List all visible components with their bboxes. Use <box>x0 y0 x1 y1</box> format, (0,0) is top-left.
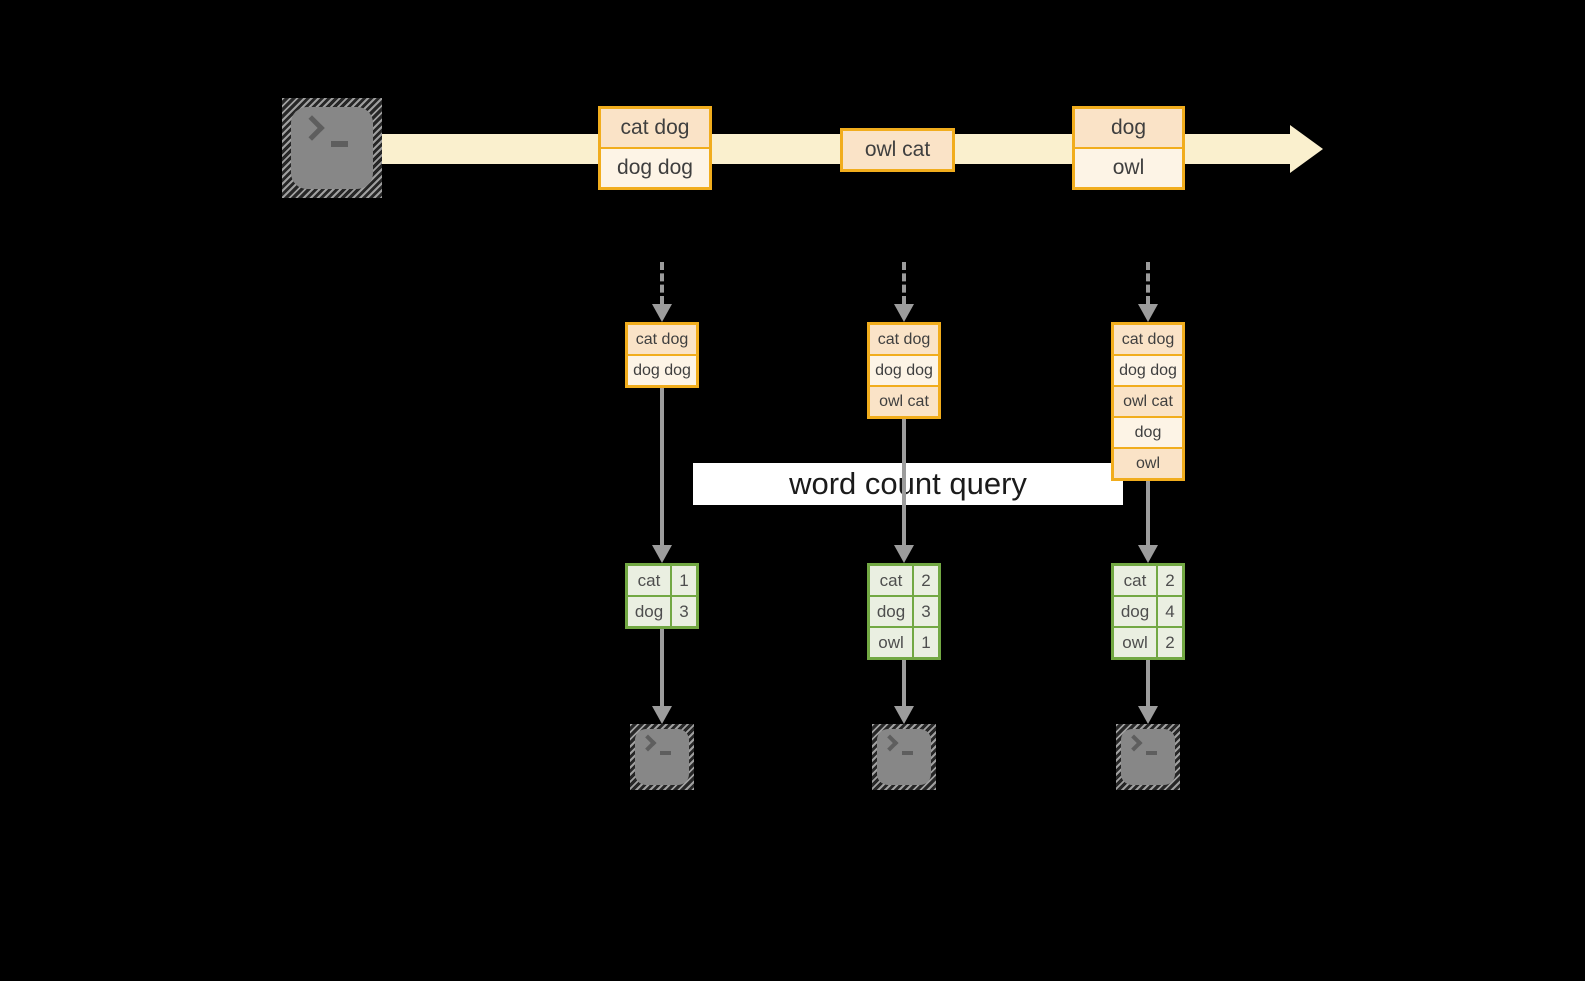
query-arrow-1 <box>660 388 664 545</box>
stream-batch-box-2: owl cat <box>840 128 955 172</box>
message-row: cat dog <box>870 325 938 354</box>
message-row: dog dog <box>1114 354 1182 385</box>
count-value-cell: 3 <box>914 597 938 626</box>
prompt-chevron-icon <box>1125 734 1143 752</box>
query-arrow-2 <box>902 419 906 545</box>
prompt-chevron-icon <box>639 734 657 752</box>
query-band: word count query <box>693 463 1123 505</box>
prompt-cursor-icon <box>331 141 348 147</box>
message-row: cat dog <box>601 109 709 147</box>
message-row: dog dog <box>870 354 938 385</box>
output-arrowhead-icon-3 <box>1138 706 1158 724</box>
query-arrow-3 <box>1146 481 1150 545</box>
terminal-screen <box>291 107 373 189</box>
message-row: cat dog <box>628 325 696 354</box>
output-arrow-1 <box>660 629 664 706</box>
prompt-cursor-icon <box>660 751 671 755</box>
count-word-cell: dog <box>870 597 914 626</box>
batch-dashed-arrow-3 <box>1146 262 1150 304</box>
output-arrowhead-icon-1 <box>652 706 672 724</box>
prompt-chevron-icon <box>299 115 325 141</box>
message-row: cat dog <box>1114 325 1182 354</box>
count-value-cell: 3 <box>672 597 696 626</box>
batch-dashed-arrowhead-icon-2 <box>894 304 914 322</box>
query-arrowhead-icon-2 <box>894 545 914 563</box>
batch-dashed-arrow-2 <box>902 262 906 304</box>
count-value-cell: 2 <box>1158 566 1182 595</box>
batch-dashed-arrowhead-icon-1 <box>652 304 672 322</box>
prompt-cursor-icon <box>1146 751 1157 755</box>
query-arrowhead-icon-1 <box>652 545 672 563</box>
count-value-cell: 2 <box>914 566 938 595</box>
message-row: owl cat <box>870 385 938 416</box>
message-row: owl cat <box>1114 385 1182 416</box>
message-row: dog <box>1075 109 1182 147</box>
message-row: owl cat <box>843 131 952 169</box>
batch-dashed-arrow-1 <box>660 262 664 304</box>
message-row: owl <box>1114 447 1182 478</box>
query-arrowhead-icon-3 <box>1138 545 1158 563</box>
count-word-cell: cat <box>1114 566 1158 595</box>
query-band-label: word count query <box>789 466 1027 501</box>
count-word-cell: cat <box>870 566 914 595</box>
terminal-sink-icon-1 <box>630 724 694 790</box>
count-word-cell: cat <box>628 566 672 595</box>
count-word-cell: dog <box>1114 597 1158 626</box>
message-row: dog <box>1114 416 1182 447</box>
batch-dashed-arrowhead-icon-3 <box>1138 304 1158 322</box>
count-value-cell: 2 <box>1158 628 1182 657</box>
count-word-cell: owl <box>870 628 914 657</box>
terminal-screen <box>877 729 931 785</box>
terminal-screen <box>635 729 689 785</box>
output-arrowhead-icon-2 <box>894 706 914 724</box>
output-arrow-2 <box>902 660 906 706</box>
count-word-cell: dog <box>628 597 672 626</box>
terminal-screen <box>1121 729 1175 785</box>
terminal-sink-icon-3 <box>1116 724 1180 790</box>
count-value-cell: 1 <box>914 628 938 657</box>
count-value-cell: 4 <box>1158 597 1182 626</box>
prompt-cursor-icon <box>902 751 913 755</box>
output-arrow-3 <box>1146 660 1150 706</box>
prompt-chevron-icon <box>881 734 899 752</box>
message-row: dog dog <box>628 354 696 385</box>
message-row: dog dog <box>601 147 709 187</box>
stream-timeline-arrowhead-icon <box>1290 125 1323 173</box>
count-value-cell: 1 <box>672 566 696 595</box>
terminal-sink-icon-2 <box>872 724 936 790</box>
message-row: owl <box>1075 147 1182 187</box>
terminal-source-icon <box>282 98 382 198</box>
count-word-cell: owl <box>1114 628 1158 657</box>
